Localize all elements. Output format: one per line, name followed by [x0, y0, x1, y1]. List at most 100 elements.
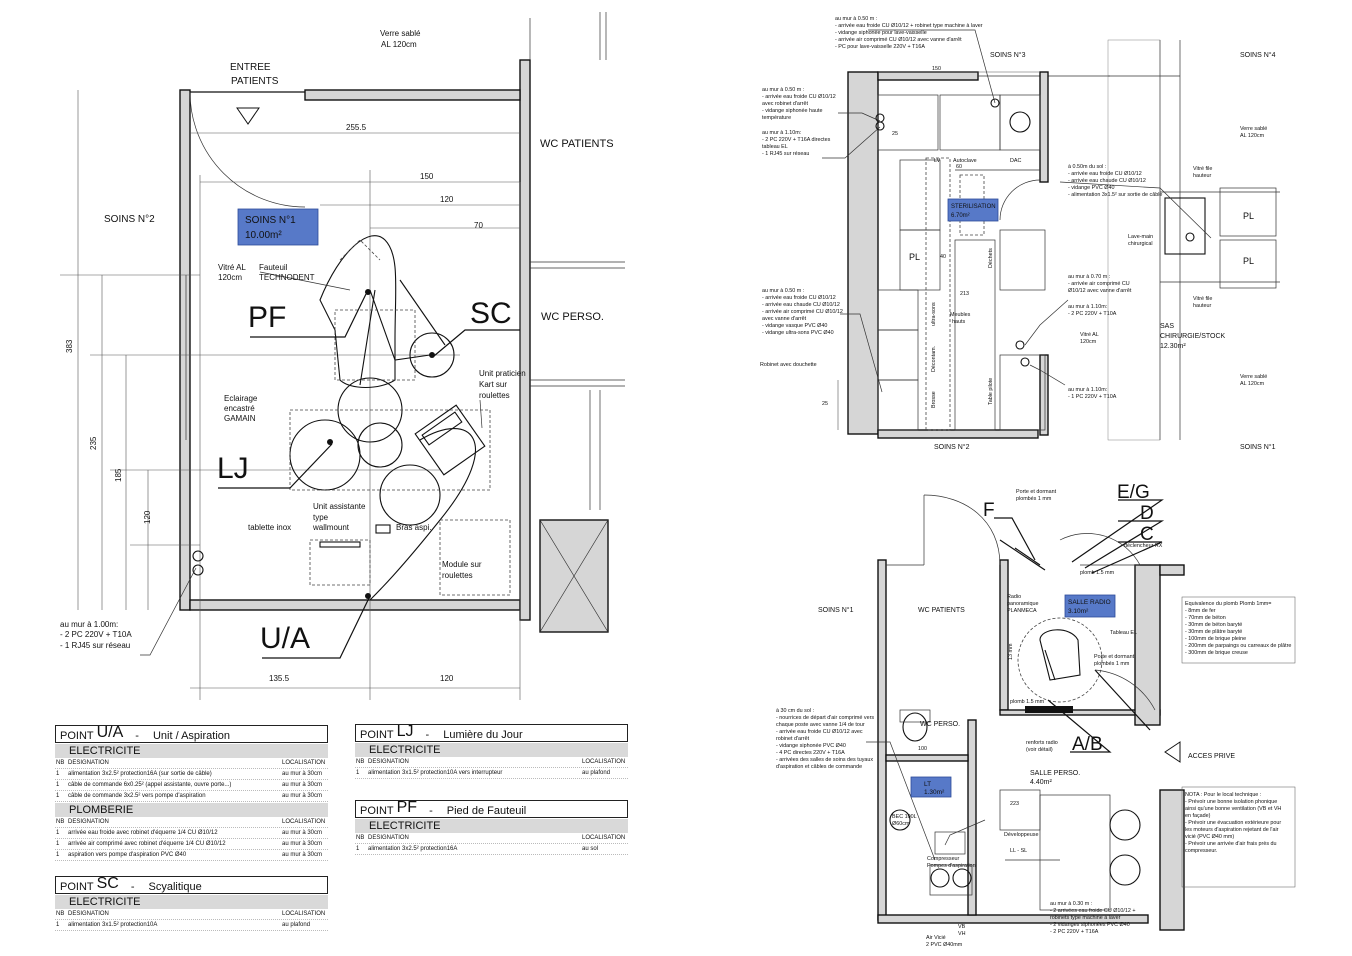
plan-salle-radio [866, 494, 1296, 931]
equip-brosse: Brosse [931, 391, 937, 408]
dim-8: 120 [143, 510, 152, 524]
label-verre-1: Verre sablé [380, 29, 421, 38]
room-salle-perso-area: 4.40m² [1030, 779, 1052, 786]
label-module-1: Module sur [442, 560, 482, 569]
room-area-soins1: 10.00m² [245, 230, 282, 241]
note-vitre-1: Vitré AL [1080, 332, 1099, 338]
equip-meubles: Meubles [950, 312, 971, 318]
svg-text:- 70mm de béton: - 70mm de béton [1185, 615, 1226, 621]
dim-p2-2: 25 [892, 131, 898, 137]
dim-p3-1: 13 mm [1008, 643, 1014, 660]
section-electricite: ELECTRICITE [55, 895, 328, 909]
wall-ext-top [1159, 564, 1185, 576]
svg-text:- 2 PC 220V + T10A: - 2 PC 220V + T10A [1068, 311, 1117, 317]
note-mid1: à 0.50m du sol : - arrivée eau froide CU… [1068, 164, 1162, 198]
note-llsl: LL - SL [1010, 848, 1027, 854]
dim-p2-5: 213 [960, 291, 969, 297]
note-robinet: Robinet avec douchette [760, 362, 817, 368]
svg-text:- arrivée eau chaude CU Ø10/12: - arrivée eau chaude CU Ø10/12 [1068, 178, 1146, 184]
note-porte2-2: plombés 1 mm [1094, 661, 1130, 667]
svg-text:- 100mm de brique pleine: - 100mm de brique pleine [1185, 636, 1246, 642]
table-point-ua: POINT U/A - Unit / Aspiration ELECTRICIT… [55, 724, 328, 861]
note-bec-2: Ø60cm [892, 821, 910, 827]
label-fauteuil-2: TECHNODENT [259, 273, 315, 282]
label-vitre-1: Vitré AL [218, 263, 246, 272]
plan-soins-1 [60, 12, 625, 700]
table-row: 1 câble de commande 6x0.25² (appel assis… [55, 780, 328, 791]
svg-text:au mur à 1.10m:: au mur à 1.10m: [762, 130, 801, 136]
svg-text:Ø10/12 avec vanne d'arrêt: Ø10/12 avec vanne d'arrêt [1068, 288, 1132, 294]
table-head-row: NB DESIGNATION LOCALISATION [55, 817, 328, 828]
svg-text:au mur à 0.70 m :: au mur à 0.70 m : [1068, 274, 1110, 280]
room-pl-3: PL [1243, 256, 1254, 266]
room-radio-area: 3.10m² [1068, 608, 1089, 615]
label-entree-1: ENTREE [230, 62, 271, 73]
room-name-soins1: SOINS N°1 [245, 215, 296, 226]
note-porte1-2: plombés 1 mm [1016, 496, 1052, 502]
note-left2: au mur à 1.10m: - 2 PC 220V + T16A direc… [762, 130, 831, 157]
wall-right [519, 59, 531, 621]
room-ster-name: STERILISATION [951, 204, 996, 210]
note-verre1-2: AL 120cm [1240, 133, 1265, 139]
section-electricite: ELECTRICITE [355, 819, 628, 833]
note-top: au mur à 0.50 m : - arrivée eau froide C… [835, 16, 983, 50]
table-point-pf: POINT PF - Pied de Fauteuil ELECTRICITE … [355, 799, 628, 855]
label-mur-note-2: - 2 PC 220V + T10A [60, 630, 132, 639]
svg-text:NOTA : Pour le local technique: NOTA : Pour le local technique : [1185, 792, 1261, 798]
svg-text:- vidange siphonée haute: - vidange siphonée haute [762, 108, 823, 114]
label-fauteuil-1: Fauteuil [259, 263, 288, 272]
wall-mid-bottom [1039, 354, 1049, 436]
svg-text:à 0.50m du sol :: à 0.50m du sol : [1068, 164, 1106, 170]
equip-decontam: Décontam. [931, 346, 937, 372]
section-electricite: ELECTRICITE [355, 743, 628, 757]
note-verre2-1: Verre sablé [1240, 374, 1267, 380]
svg-text:- 2 PC 220V + T16A: - 2 PC 220V + T16A [1050, 929, 1099, 935]
equip-autoclave: Autoclave [953, 158, 977, 164]
note-air-vicie-1: Air Vicié [926, 935, 946, 941]
equip-dac: DAC [1010, 158, 1021, 164]
svg-text:- PC pour lave-vaisselle 220V: - PC pour lave-vaisselle 220V + T16A [835, 44, 925, 50]
svg-text:- 30mm de plâtre baryté: - 30mm de plâtre baryté [1185, 629, 1242, 635]
svg-text:- Prévoir une évacuation extér: - Prévoir une évacuation extérieure pour [1185, 820, 1281, 826]
table-row: 1 arrivée eau froide avec robinet d'éque… [55, 828, 328, 839]
svg-text:- 4 PC directes 220V + T16A: - 4 PC directes 220V + T16A [776, 750, 845, 756]
table-header: POINT PF - Pied de Fauteuil [355, 799, 628, 818]
label-unit-assist-2: type [313, 513, 329, 522]
label-verre-2: AL 120cm [381, 40, 417, 49]
table-row: 1 câble de commande 3x2.5² vers pompe d'… [55, 791, 328, 802]
room-radio-name: SALLE RADIO [1068, 599, 1111, 606]
code-lj: LJ [217, 452, 249, 485]
note-bottom-radio: au mur à 0.30 m : - 2 arrivées eau froid… [1050, 901, 1136, 935]
note-plomb1: plomb 1.5 mm [1080, 570, 1115, 576]
room-soins3: SOINS N°3 [990, 51, 1026, 59]
note-vh: VH [958, 931, 966, 937]
equip-ultrasons: ultra-sons [931, 302, 937, 326]
dim-1: 255.5 [346, 123, 367, 132]
note-left-radio: à 30 cm du sol : - nourrices de départ d… [776, 708, 874, 770]
label-mur-note-3: - 1 RJ45 sur réseau [60, 641, 130, 650]
note-radio-pan-1: Radio [1007, 594, 1021, 600]
code-pf: PF [248, 301, 286, 334]
svg-text:- Prévoir une arrivée d'air fr: - Prévoir une arrivée d'air frais près d… [1185, 841, 1277, 847]
wall-lt [967, 719, 977, 916]
svg-text:température: température [762, 115, 791, 121]
note-radio-pan-2: panoramique [1007, 601, 1038, 607]
plan-sterilisation-text: SOINS N°3 SOINS N°4 SOINS N°2 SOINS N°1 … [760, 16, 1276, 451]
table-row: 1 alimentation 3x2.5² protection16A (sur… [55, 769, 328, 780]
room-p3-wc-perso: WC PERSO. [920, 721, 960, 728]
svg-text:- vidange siphonée pour lave-v: - vidange siphonée pour lave-vaisselle [835, 30, 927, 36]
svg-text:- 30mm de béton baryté: - 30mm de béton baryté [1185, 622, 1242, 628]
table-point-sc: POINT SC - Scyalitique ELECTRICITE NB DE… [55, 875, 328, 931]
plan-salle-radio-text: SOINS N°1 WC PATIENTS WC PERSO. SALLE RA… [776, 482, 1291, 948]
code-sc: SC [470, 297, 512, 330]
svg-text:en façade): en façade) [1185, 813, 1211, 819]
wall-bottom [877, 429, 1039, 439]
room-sas-3: 12.30m² [1160, 343, 1186, 350]
plan-soins-1-text: ENTREE PATIENTS Verre sablé AL 120cm WC … [60, 29, 614, 683]
note-radio-pan-3: PLANMECA [1007, 608, 1037, 614]
svg-text:- arrivée eau chaude CU Ø10/12: - arrivée eau chaude CU Ø10/12 [762, 302, 840, 308]
svg-text:- 2 arrivées eau froide CU Ø10: - 2 arrivées eau froide CU Ø10/12 + [1050, 908, 1136, 914]
room-soins2: SOINS N°2 [934, 443, 970, 451]
svg-text:au mur à 0.30 m :: au mur à 0.30 m : [1050, 901, 1092, 907]
